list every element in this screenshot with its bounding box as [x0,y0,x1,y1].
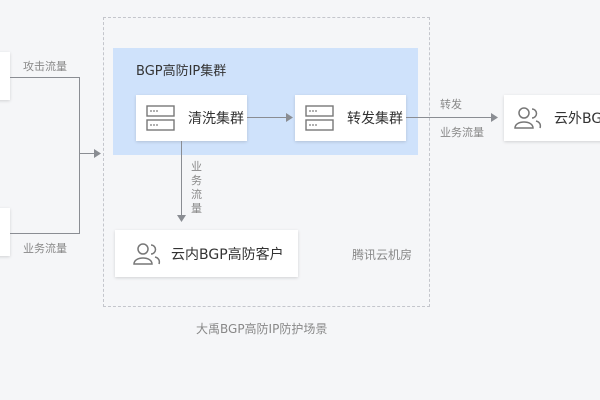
arrow-head-icon [491,113,498,122]
server-icon [305,105,334,131]
vertical-edge-label: 业 务 流 量 [191,160,202,215]
business-line [10,233,79,234]
merge-line [79,77,80,234]
cluster-group-title: BGP高防IP集群 [136,64,227,79]
attack-source-box [0,52,10,100]
forward-edge-top-label: 转发 [440,98,462,111]
business-traffic-label: 业务流量 [23,242,67,255]
cleaning-cluster-label: 清洗集群 [188,111,244,127]
arrow-head-icon [94,149,101,158]
cleaning-cluster-node: 清洗集群 [136,95,247,141]
forward-edge-bottom-label: 业务流量 [440,126,484,139]
forwarding-cluster-label: 转发集群 [347,111,403,127]
attack-line [10,77,79,78]
users-icon [133,242,161,265]
outside-customer-node: 云外BGP [504,95,600,141]
forward-to-outside-line [406,117,492,118]
users-icon [514,107,542,129]
arrow-head-icon [286,113,293,122]
business-source-box [0,208,10,256]
outside-customer-label: 云外BGP [554,111,600,127]
clean-to-inside-line [181,141,182,216]
scene-title: 大禹BGP高防IP防护场景 [196,322,328,336]
attack-traffic-label: 攻击流量 [23,60,67,73]
server-icon [146,105,175,131]
inside-customer-label: 云内BGP高防客户 [171,246,284,263]
arrow-head-icon [177,215,186,222]
scene-boundary [103,17,430,307]
inside-customer-node: 云内BGP高防客户 [115,230,298,277]
datacenter-label: 腾讯云机房 [352,248,413,262]
merge-arrow-line [79,153,95,154]
clean-to-forward-line [247,117,287,118]
forwarding-cluster-node: 转发集群 [295,95,406,141]
